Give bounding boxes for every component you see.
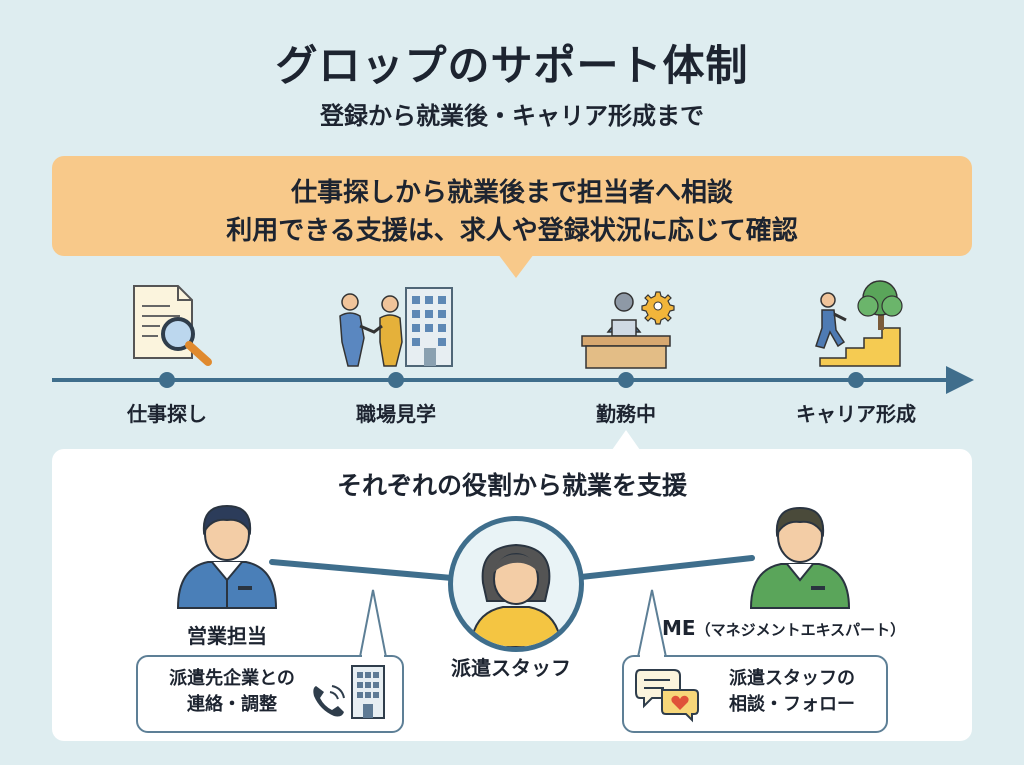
desk-worker-gear-icon xyxy=(581,291,675,369)
chat-heart-icon xyxy=(635,669,699,723)
page-subtitle: 登録から就業後・キャリア形成まで xyxy=(320,102,704,130)
document-magnifier-icon xyxy=(133,285,212,366)
stage-label-workplace-visit: 職場見学 xyxy=(356,402,436,426)
role-label-staff: 派遣スタッフ xyxy=(451,656,571,680)
staff-avatar-circle xyxy=(448,516,584,652)
role-label-me-main: ME xyxy=(662,616,696,640)
role-label-me: ME（マネジメントエキスパート） xyxy=(662,616,962,640)
callout-line-2: 利用できる支援は、求人や登録状況に応じて確認 xyxy=(226,216,798,246)
stage-label-working: 勤務中 xyxy=(596,402,656,426)
me-box-line-1: 派遣スタッフの xyxy=(729,668,855,689)
handshake-building-icon xyxy=(339,287,453,367)
sales-box-line-1: 派遣先企業との xyxy=(169,668,295,689)
timeline-dot xyxy=(388,372,404,388)
role-label-sales: 営業担当 xyxy=(187,624,267,648)
sales-box-line-2: 連絡・調整 xyxy=(187,694,277,715)
timeline-dot xyxy=(618,372,634,388)
timeline-dot xyxy=(848,372,864,388)
sales-rep-avatar xyxy=(176,504,278,609)
management-expert-avatar xyxy=(749,506,851,609)
roles-panel-title: それぞれの役割から就業を支援 xyxy=(336,471,687,500)
stage-label-career: キャリア形成 xyxy=(796,402,916,426)
phone-icon xyxy=(313,685,345,717)
dispatch-staff-avatar xyxy=(469,543,563,647)
timeline-dot xyxy=(159,372,175,388)
callout-line-1: 仕事探しから就業後まで担当者へ相談 xyxy=(290,178,733,208)
stairs-climber-tree-icon xyxy=(815,280,903,367)
building-icon xyxy=(351,665,385,719)
callout-box xyxy=(52,156,972,256)
me-box-line-2: 相談・フォロー xyxy=(729,694,855,715)
role-label-me-sub: （マネジメントエキスパート） xyxy=(695,621,906,639)
stage-label-job-search: 仕事探し xyxy=(127,402,207,426)
roles-panel-tail xyxy=(612,430,640,450)
page-title: グロップのサポート体制 xyxy=(275,41,749,90)
callout-tail xyxy=(498,254,534,278)
